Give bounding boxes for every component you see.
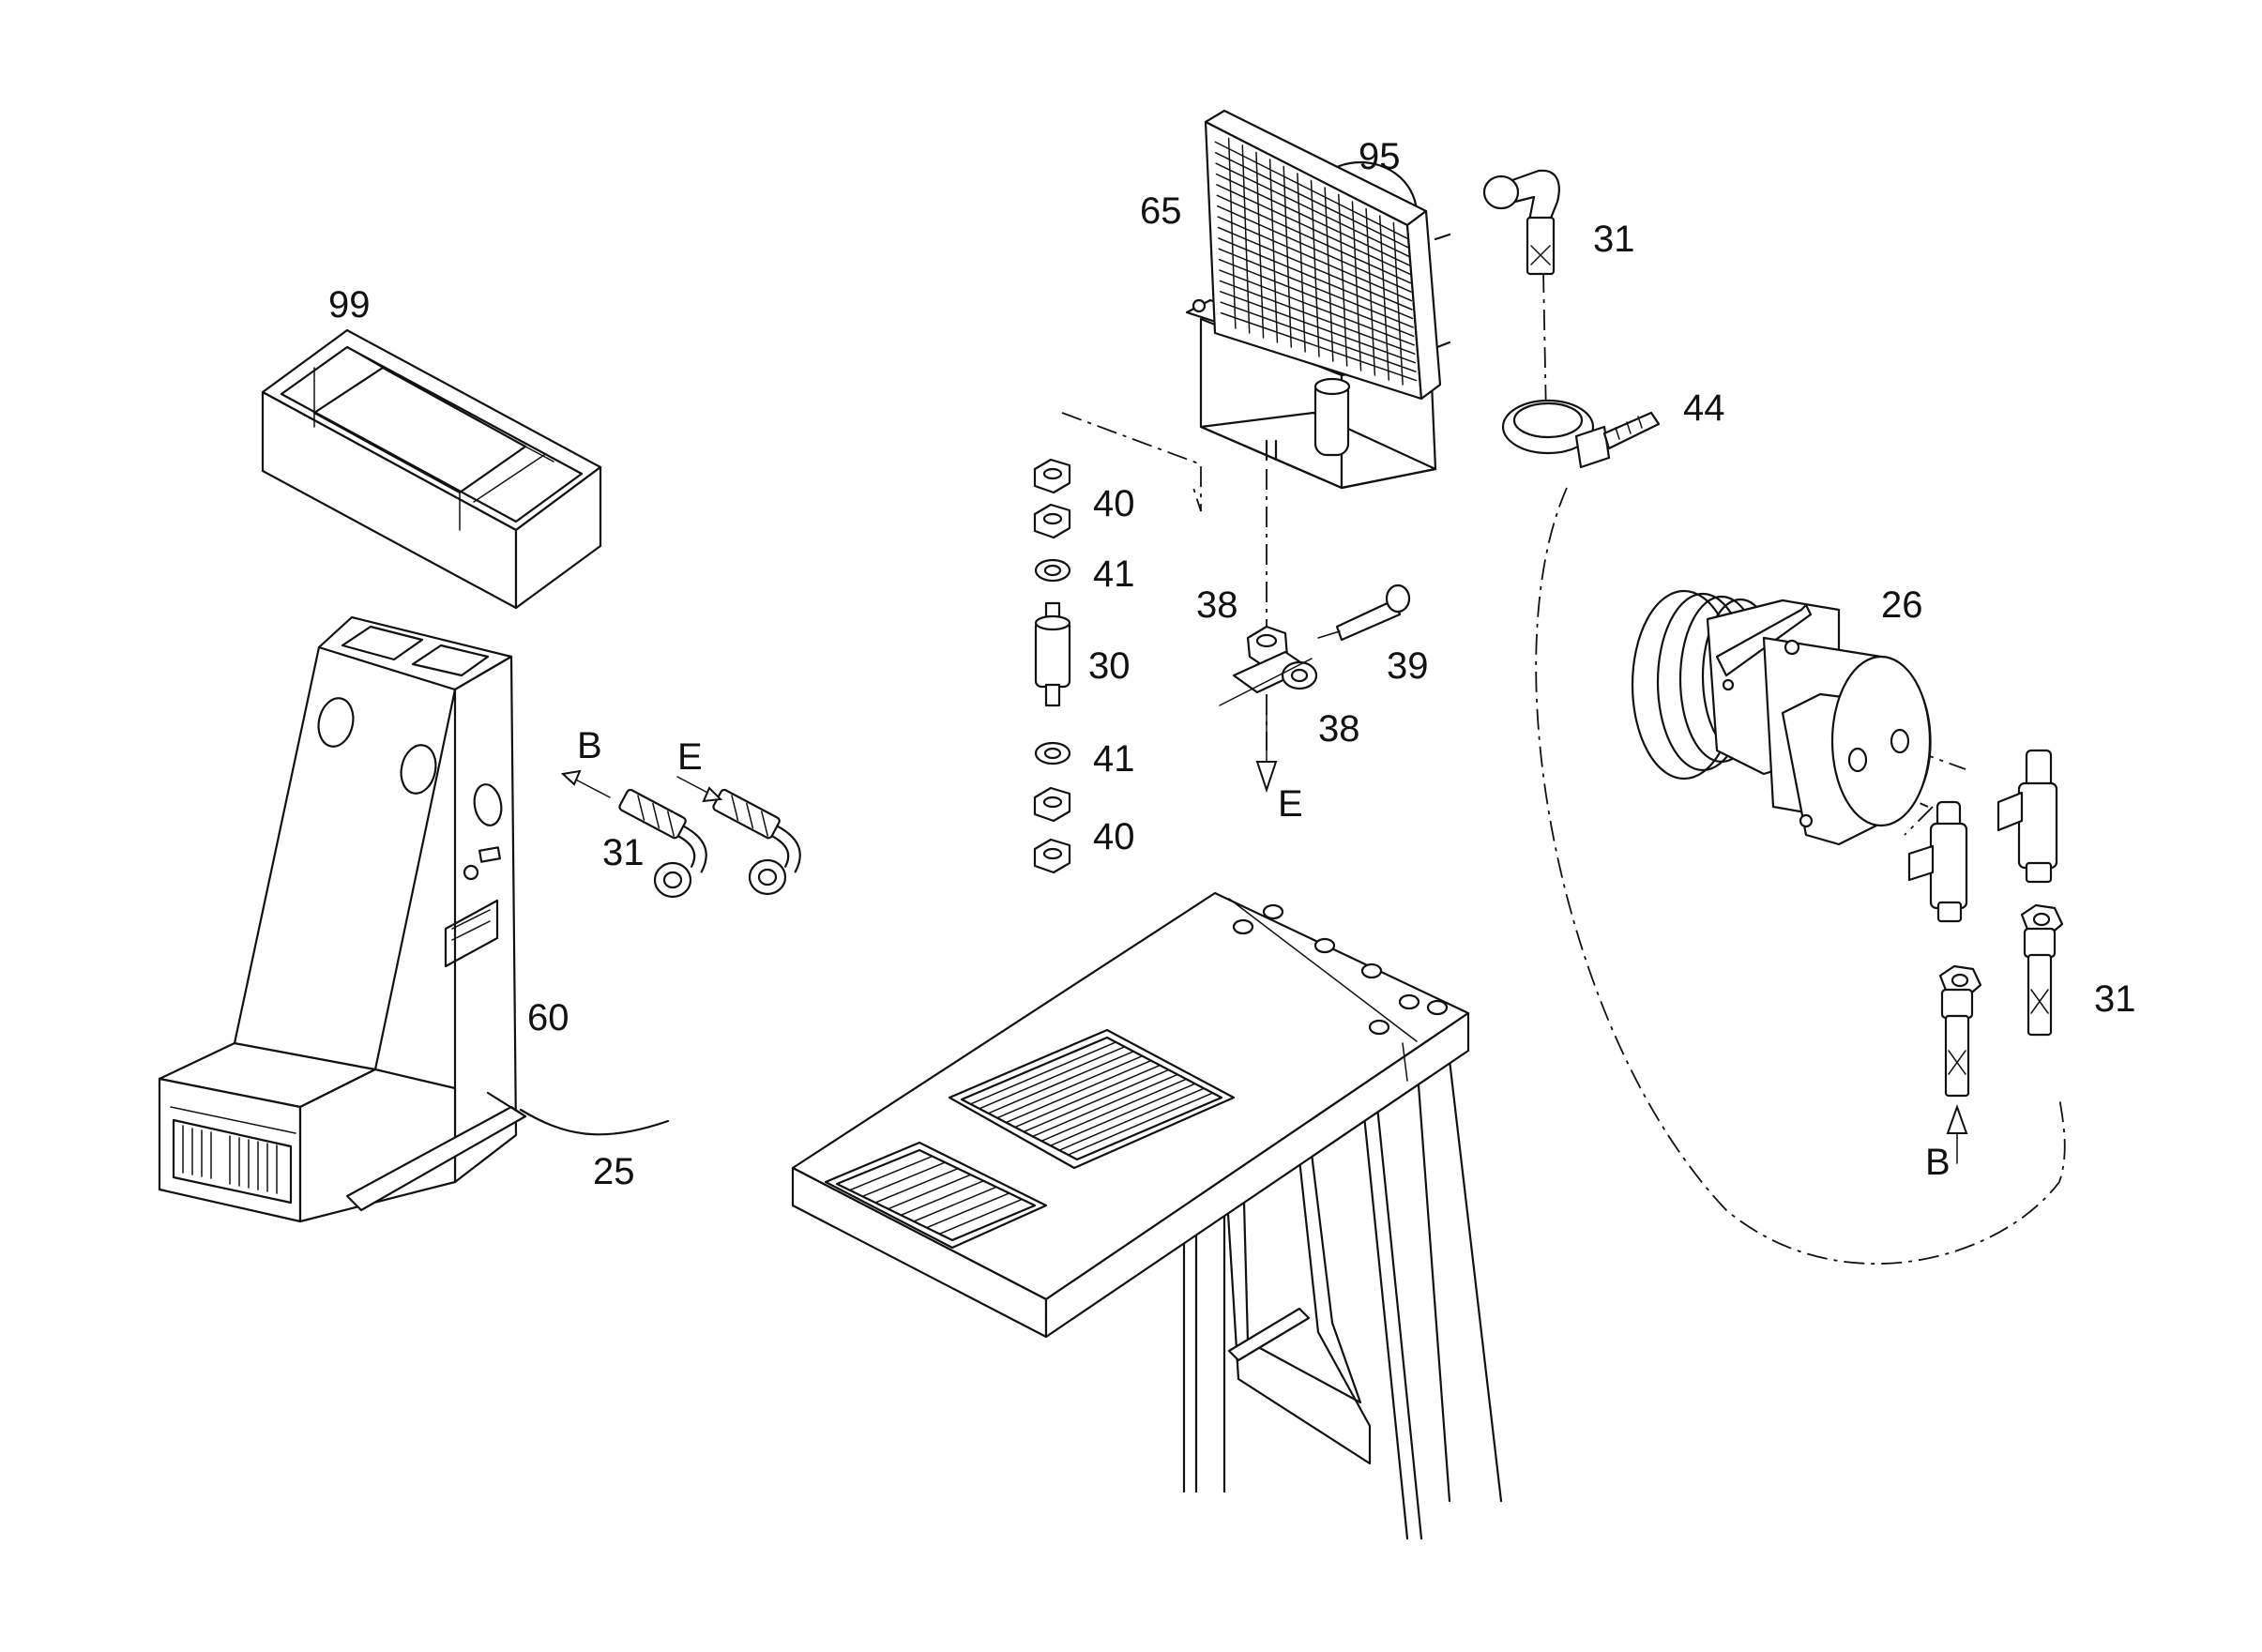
label-part-60: 60 [527, 997, 569, 1038]
label-part-31-left: 31 [602, 832, 645, 873]
straight-fittings-right [1938, 903, 2064, 1164]
label-part-95: 95 [1359, 136, 1401, 177]
label-part-26: 26 [1881, 584, 1923, 626]
label-part-40-bottom: 40 [1093, 816, 1135, 857]
label-part-38-bottom: 38 [1318, 708, 1360, 750]
label-part-39: 39 [1387, 645, 1429, 687]
label-part-31-top: 31 [1593, 219, 1635, 260]
condenser-assembly [1185, 109, 1451, 490]
cab-roof-console [791, 891, 1503, 1540]
storage-tray [261, 328, 602, 610]
label-flow-b-left: B [577, 725, 602, 766]
hose-clamp [1501, 399, 1661, 469]
label-flow-e-down: E [1278, 783, 1303, 825]
hose-fittings-left [560, 769, 801, 899]
label-part-38-top: 38 [1196, 584, 1238, 626]
label-part-41-bottom: 41 [1093, 738, 1135, 780]
label-flow-e-right: E [677, 736, 703, 778]
label-flow-b-up: B [1925, 1142, 1951, 1183]
label-part-25: 25 [593, 1151, 635, 1192]
callout-labels: 99 65 95 31 44 40 41 30 41 40 38 39 38 E… [328, 136, 2136, 1192]
label-part-65: 65 [1140, 190, 1182, 232]
hvac-unit [158, 615, 670, 1223]
label-part-30: 30 [1088, 645, 1131, 687]
ac-compressor [1631, 589, 1932, 846]
elbow-fitting-top [1482, 169, 1560, 276]
label-part-99: 99 [328, 284, 371, 326]
label-part-41-top: 41 [1093, 553, 1135, 595]
bracket-and-bolt [1219, 584, 1411, 794]
label-part-31-right: 31 [2094, 978, 2136, 1020]
label-part-44: 44 [1683, 387, 1725, 429]
mount-hardware-stack [1033, 458, 1071, 874]
tee-fittings [1907, 749, 2058, 923]
label-part-40-top: 40 [1093, 483, 1135, 524]
